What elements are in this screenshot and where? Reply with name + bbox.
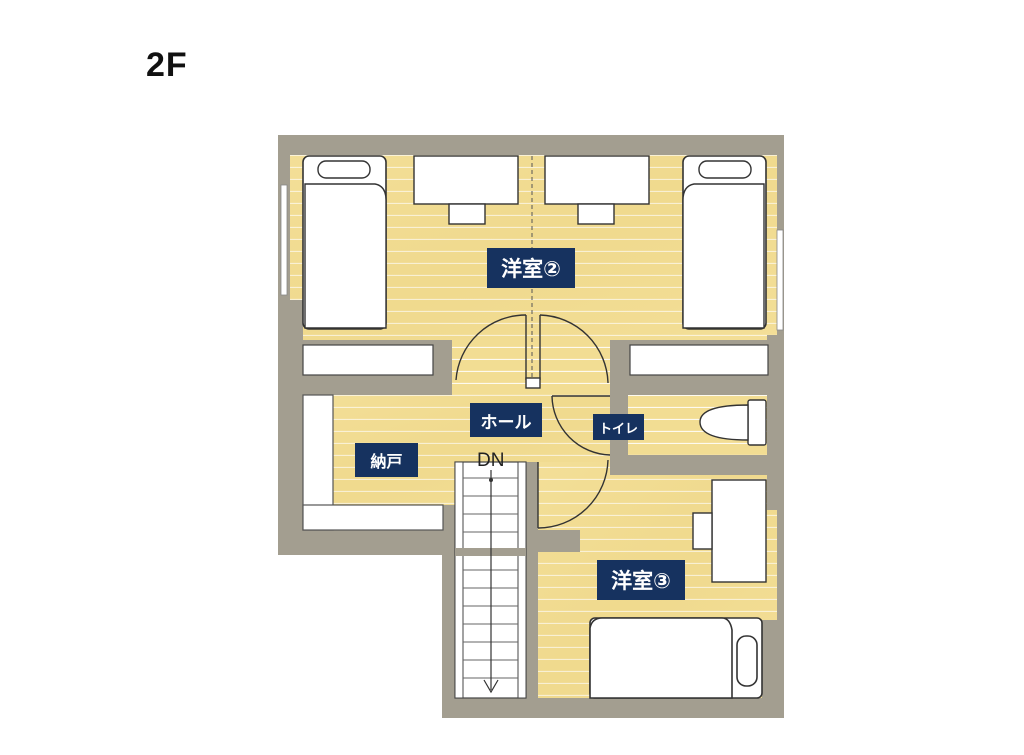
windows [280,184,784,331]
toilet-fixture [699,399,767,446]
closet-shelves [302,344,769,376]
floor-label: 2F [146,46,188,84]
room-label-western-room-3: 洋室③ [597,560,685,600]
stairs-direction-label: DN [477,450,505,471]
storage-closet [302,394,444,531]
bed-right [682,155,767,330]
interior-walls [290,300,784,718]
room-label-hall: ホール [470,403,542,437]
toilet-door [551,395,611,456]
doors-room-2 [455,314,609,389]
stairs [454,461,527,699]
room-label-storage: 納戸 [355,443,418,477]
door-room-3 [537,459,609,529]
bed-room-3 [589,617,763,699]
desk-room-3 [692,479,767,583]
desks-room-2 [413,155,650,225]
room-label-western-room-2: 洋室② [487,248,575,288]
room-label-toilet: トイレ [593,414,644,440]
bed-left [302,155,387,330]
